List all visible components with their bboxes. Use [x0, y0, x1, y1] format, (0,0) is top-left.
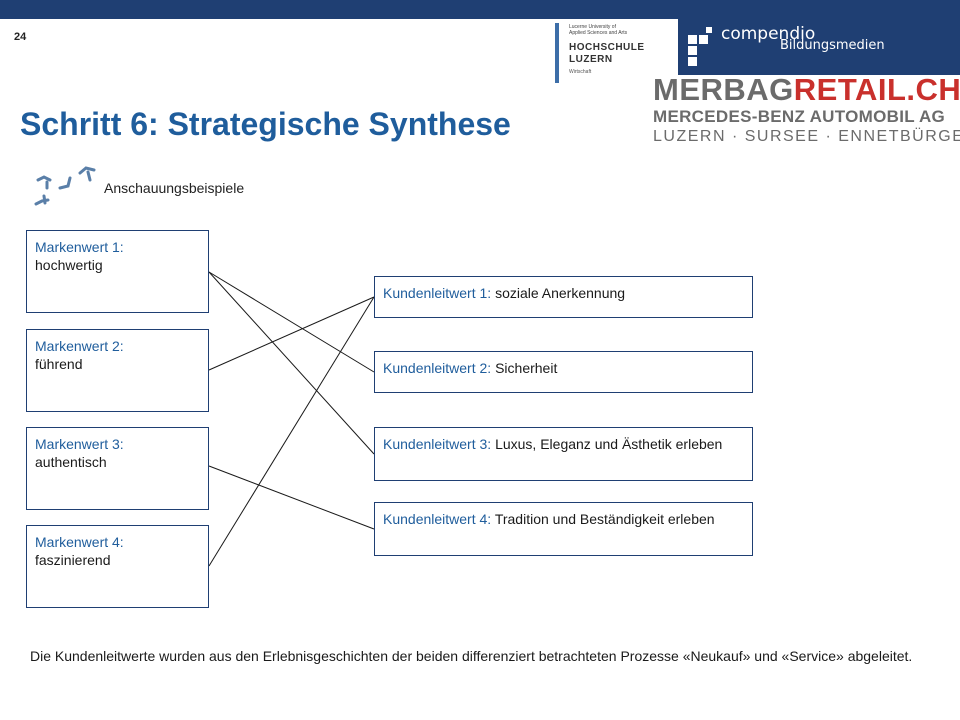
markenwert-box-3: Markenwert 3: authentisch — [26, 427, 209, 510]
logo-name: compendio — [721, 24, 816, 44]
kundenleitwert-label: Kundenleitwert 1: — [383, 285, 492, 301]
compendio-logo: compendio Bildungsmedien — [678, 19, 960, 75]
top-bar — [0, 0, 960, 19]
kundenleitwert-box-2: Kundenleitwert 2: Sicherheit — [374, 351, 753, 393]
page-number: 24 — [14, 31, 27, 43]
connection-line-3-4 — [208, 465, 375, 530]
logo-square-icon — [699, 35, 708, 44]
markenwert-value: hochwertig — [35, 257, 103, 273]
kundenleitwert-value: soziale Anerkennung — [495, 285, 626, 301]
markenwert-value: authentisch — [35, 454, 107, 470]
logo-small-text-2: Applied Sciences and Arts — [569, 30, 628, 36]
connection-line-1-3 — [208, 271, 375, 455]
logo-name-line-1: HOCHSCHULE — [569, 42, 645, 53]
connection-line-1-2 — [208, 271, 375, 373]
kundenleitwert-value: Sicherheit — [495, 360, 558, 376]
logo-name: HOCHSCHULE LUZERN — [569, 42, 645, 66]
merbag-wordmark-red: RETAIL.CH — [793, 72, 960, 107]
merbag-company: MERCEDES-BENZ AUTOMOBIL AG — [653, 107, 946, 126]
connection-line-2-1 — [208, 296, 375, 371]
kundenleitwert-box-3: Kundenleitwert 3: Luxus, Eleganz und Äst… — [374, 427, 753, 481]
kundenleitwert-box-4: Kundenleitwert 4: Tradition und Beständi… — [374, 502, 753, 556]
markenwert-label: Markenwert 4: — [35, 534, 124, 550]
logo-square-icon — [688, 57, 697, 66]
logo-square-icon — [706, 27, 712, 33]
merbag-wordmark: MERBAGRETAIL.CH — [653, 72, 960, 107]
connection-line-4-1 — [208, 296, 375, 567]
kundenleitwert-label: Kundenleitwert 3: — [383, 436, 492, 452]
logo-subtitle: Bildungsmedien — [780, 38, 885, 53]
markenwert-box-4: Markenwert 4: faszinierend — [26, 525, 209, 608]
markenwert-label: Markenwert 2: — [35, 338, 124, 354]
subheading: Anschauungsbeispiele — [104, 180, 245, 196]
markenwert-box-1: Markenwert 1: hochwertig — [26, 230, 209, 313]
merbag-locations: LUZERN · SURSEE · ENNETBÜRGEN — [653, 128, 960, 145]
markenwert-value: führend — [35, 356, 83, 372]
markenwert-label: Markenwert 1: — [35, 239, 124, 255]
kundenleitwert-value: Tradition und Beständigkeit erleben — [494, 511, 715, 527]
logo-square-icon — [688, 46, 697, 55]
logo-small-text-1: Lucerne University of — [569, 24, 616, 30]
slide-title: Schritt 6: Strategische Synthese — [20, 106, 511, 142]
kundenleitwert-box-1: Kundenleitwert 1: soziale Anerkennung — [374, 276, 753, 318]
footnote: Die Kundenleitwerte wurden aus den Erleb… — [30, 648, 913, 664]
hochschule-luzern-logo: Lucerne University of Applied Sciences a… — [555, 21, 677, 91]
kundenleitwert-value: Luxus, Eleganz und Ästhetik erleben — [495, 436, 723, 452]
logo-name-line-2: LUZERN — [569, 54, 613, 65]
markenwert-value: faszinierend — [35, 552, 111, 568]
markenwert-label: Markenwert 3: — [35, 436, 124, 452]
pencils-icon — [34, 166, 96, 206]
logo-subtitle: Wirtschaft — [569, 69, 592, 75]
merbag-wordmark-grey: MERBAG — [653, 72, 794, 107]
kundenleitwert-label: Kundenleitwert 2: — [383, 360, 492, 376]
kundenleitwert-label: Kundenleitwert 4: — [383, 511, 492, 527]
merbag-logo: MERBAGRETAIL.CH MERCEDES-BENZ AUTOMOBIL … — [653, 72, 960, 147]
markenwert-box-2: Markenwert 2: führend — [26, 329, 209, 412]
logo-square-icon — [688, 35, 697, 44]
logo-bar — [555, 23, 559, 83]
